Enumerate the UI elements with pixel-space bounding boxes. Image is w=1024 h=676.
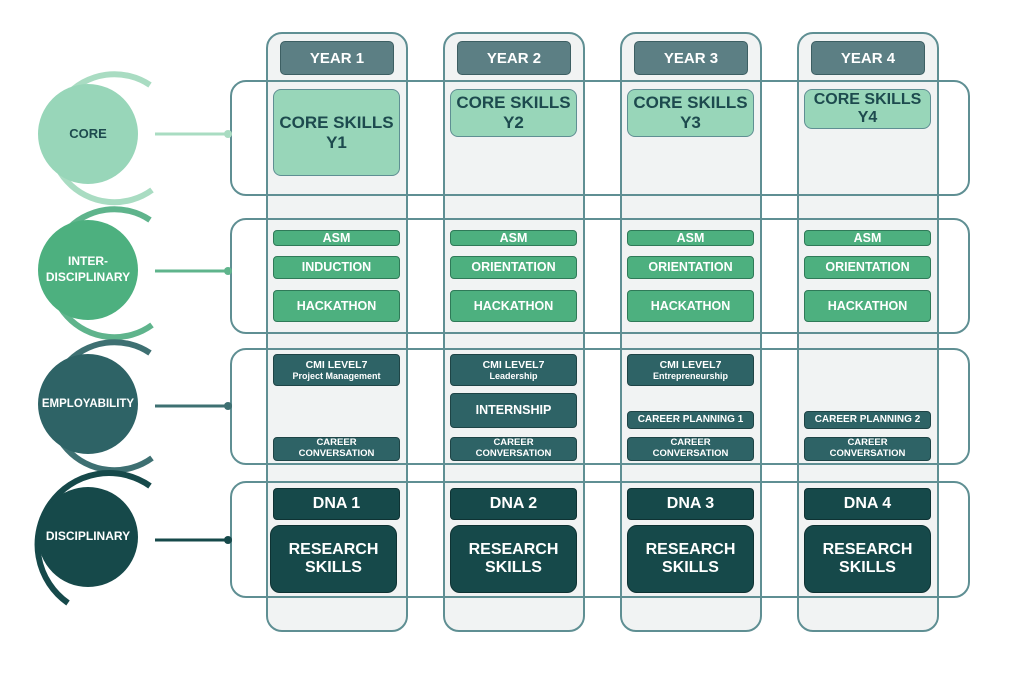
cmi-y2-title: CMI LEVEL7 xyxy=(482,358,545,371)
cmi-y3: CMI LEVEL7 Entrepreneurship xyxy=(627,354,754,386)
year-header-1: YEAR 1 xyxy=(280,41,394,75)
core-skills-y4: CORE SKILLS Y4 xyxy=(804,89,931,129)
asm-y4: ASM xyxy=(804,230,931,246)
core-skills-y4-line1: CORE SKILLS xyxy=(813,90,922,108)
year-header-3: YEAR 3 xyxy=(634,41,748,75)
internship-y2: INTERNSHIP xyxy=(450,393,577,428)
row-label-disciplinary: DISCIPLINARY xyxy=(38,487,138,587)
career-conversation-y3-line1: CAREER xyxy=(670,437,711,449)
career-conversation-y1: CAREER CONVERSATION xyxy=(273,437,400,461)
orientation-y4: ORIENTATION xyxy=(804,256,931,279)
research-skills-y3: RESEARCH SKILLS xyxy=(627,525,754,593)
career-conversation-y4: CAREER CONVERSATION xyxy=(804,437,931,461)
research-skills-y4-line2: SKILLS xyxy=(839,559,896,576)
research-skills-y2-line2: SKILLS xyxy=(485,559,542,576)
research-skills-y3-line1: RESEARCH xyxy=(645,540,736,558)
career-conversation-y4-line1: CAREER xyxy=(847,437,888,449)
core-skills-y3-line1: CORE SKILLS xyxy=(633,93,748,113)
core-skills-y2-line2: Y2 xyxy=(503,113,524,132)
cmi-y3-title: CMI LEVEL7 xyxy=(659,358,722,371)
career-planning-y4: CAREER PLANNING 2 xyxy=(804,411,931,429)
core-skills-y3-line2: Y3 xyxy=(680,113,701,132)
research-skills-y2: RESEARCH SKILLS xyxy=(450,525,577,593)
asm-y3: ASM xyxy=(627,230,754,246)
cmi-y1: CMI LEVEL7 Project Management xyxy=(273,354,400,386)
research-skills-y3-line2: SKILLS xyxy=(662,559,719,576)
core-skills-y3: CORE SKILLS Y3 xyxy=(627,89,754,137)
year-header-4: YEAR 4 xyxy=(811,41,925,75)
hackathon-y1: HACKATHON xyxy=(273,290,400,322)
core-skills-y1-line1: CORE SKILLS xyxy=(279,112,394,132)
dna-y1: DNA 1 xyxy=(273,488,400,520)
career-conversation-y2-line2: CONVERSATION xyxy=(475,448,552,459)
band-core xyxy=(230,80,970,196)
research-skills-y4: RESEARCH SKILLS xyxy=(804,525,931,593)
hackathon-y3: HACKATHON xyxy=(627,290,754,322)
cmi-y2-sub: Leadership xyxy=(489,370,538,381)
dna-y3: DNA 3 xyxy=(627,488,754,520)
career-conversation-y4-line2: CONVERSATION xyxy=(829,448,906,459)
core-skills-y1-line2: Y1 xyxy=(326,132,347,152)
core-skills-y1: CORE SKILLS Y1 xyxy=(273,89,400,176)
asm-y2: ASM xyxy=(450,230,577,246)
row-label-core-text: CORE xyxy=(69,125,107,141)
cmi-y3-sub: Entrepreneurship xyxy=(652,370,728,381)
research-skills-y1: RESEARCH SKILLS xyxy=(270,525,397,593)
cmi-y2: CMI LEVEL7 Leadership xyxy=(450,354,577,386)
row-label-employability: EMPLOYABILITY xyxy=(38,354,138,454)
research-skills-y1-line1: RESEARCH xyxy=(288,540,379,558)
induction-y1: INDUCTION xyxy=(273,256,400,279)
research-skills-y2-line1: RESEARCH xyxy=(468,540,559,558)
core-skills-y4-line2: Y4 xyxy=(857,109,878,126)
row-label-inter-line1: INTER- xyxy=(68,254,108,269)
hackathon-y4: HACKATHON xyxy=(804,290,931,322)
row-label-disciplinary-text: DISCIPLINARY xyxy=(45,529,131,544)
career-conversation-y3: CAREER CONVERSATION xyxy=(627,437,754,461)
orientation-y2: ORIENTATION xyxy=(450,256,577,279)
asm-y1: ASM xyxy=(273,230,400,246)
year-header-2: YEAR 2 xyxy=(457,41,571,75)
core-skills-y2-line1: CORE SKILLS xyxy=(456,93,571,113)
research-skills-y4-line1: RESEARCH xyxy=(822,540,913,558)
dna-y4: DNA 4 xyxy=(804,488,931,520)
band-interdisciplinary xyxy=(230,218,970,334)
cmi-y1-title: CMI LEVEL7 xyxy=(305,358,368,371)
career-conversation-y2-line1: CAREER xyxy=(493,437,534,449)
hackathon-y2: HACKATHON xyxy=(450,290,577,322)
row-label-core: CORE xyxy=(38,84,138,184)
row-label-employability-text: EMPLOYABILITY xyxy=(41,397,135,410)
row-label-inter-line2: DISCIPLINARY xyxy=(45,270,131,284)
row-label-interdisciplinary: INTER- DISCIPLINARY xyxy=(38,220,138,320)
core-skills-y2: CORE SKILLS Y2 xyxy=(450,89,577,137)
research-skills-y1-line2: SKILLS xyxy=(305,559,362,576)
cmi-y1-sub: Project Management xyxy=(292,370,381,381)
career-conversation-y3-line2: CONVERSATION xyxy=(652,448,729,459)
career-conversation-y2: CAREER CONVERSATION xyxy=(450,437,577,461)
orientation-y3: ORIENTATION xyxy=(627,256,754,279)
career-conversation-y1-line2: CONVERSATION xyxy=(298,448,375,459)
career-conversation-y1-line1: CAREER xyxy=(316,437,357,449)
career-planning-y3: CAREER PLANNING 1 xyxy=(627,411,754,429)
dna-y2: DNA 2 xyxy=(450,488,577,520)
